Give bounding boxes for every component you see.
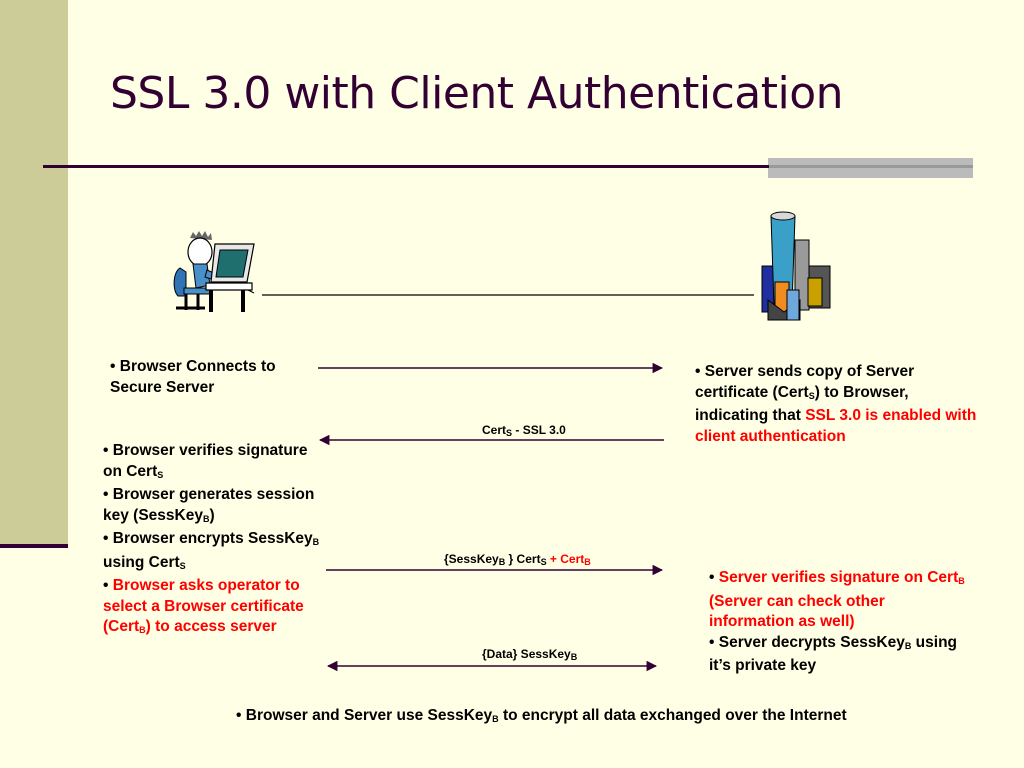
server-building-icon — [761, 211, 831, 321]
title-accent-line — [768, 165, 973, 168]
title-rule — [43, 165, 769, 168]
side-rule — [0, 544, 68, 548]
browser-verify-text: • Browser verifies signature on CertS — [103, 442, 308, 480]
server-decrypts-text: • Server decrypts SessKeyB using it’s pr… — [709, 633, 958, 675]
footer-text: • Browser and Server use SessKeyB to enc… — [236, 707, 847, 724]
data-arrow-label: {Data} SessKeyB — [482, 647, 578, 662]
slide-title: SSL 3.0 with Client Authentication — [110, 68, 844, 119]
browser-encrypt-text: • Browser encrypts SessKeyB using CertS — [103, 530, 320, 571]
side-bar — [0, 0, 68, 548]
ssl-enabled-highlight: SSL 3.0 is enabled with client authentic… — [695, 407, 977, 445]
server-steps-block: • Server verifies signature on CertB (Se… — [709, 568, 971, 677]
sesskey-arrow-label: {SessKeyB } CertS + CertB — [444, 552, 591, 567]
server-sends-text: • Server sends copy of Server certificat… — [695, 363, 977, 445]
user-computer-icon — [173, 231, 255, 312]
title-accent-block — [768, 158, 973, 178]
browser-ask-text: • Browser asks operator to select a Brow… — [103, 577, 304, 635]
browser-steps-block: • Browser verifies signature on CertS • … — [103, 441, 328, 641]
cert-arrow-label: CertS - SSL 3.0 — [482, 423, 566, 438]
server-verifies-text: • Server verifies signature on CertB (Se… — [709, 569, 965, 630]
browser-connect-text: • Browser Connects to Secure Server — [110, 358, 276, 396]
browser-generate-text: • Browser generates session key (SessKey… — [103, 486, 315, 524]
